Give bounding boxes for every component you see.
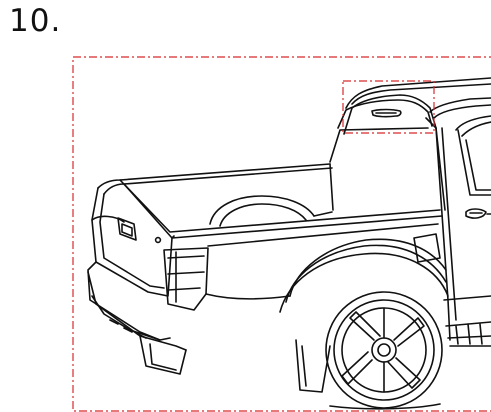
cab-pillar — [425, 115, 491, 341]
step-number: 10. — [9, 3, 62, 39]
cab-roof — [345, 77, 491, 119]
side-window — [457, 121, 491, 196]
tailgate-handle — [117, 217, 162, 244]
rear-wheel — [325, 291, 443, 409]
tail-light — [163, 247, 209, 311]
fuel-door — [413, 233, 441, 263]
ground-line — [329, 403, 441, 410]
bed-rail — [97, 163, 443, 239]
outer-callout-frame — [72, 56, 491, 412]
brake-light-callout-frame — [342, 80, 435, 134]
cab-door-handle — [465, 208, 491, 219]
mud-flap — [295, 339, 331, 393]
tailgate — [87, 187, 173, 341]
rear-window — [329, 94, 437, 163]
side-step — [443, 295, 491, 347]
bed-side-panel — [205, 223, 449, 313]
rear-bumper — [87, 271, 187, 375]
high-mount-brake-light — [371, 108, 402, 118]
bed-interior — [209, 195, 333, 227]
